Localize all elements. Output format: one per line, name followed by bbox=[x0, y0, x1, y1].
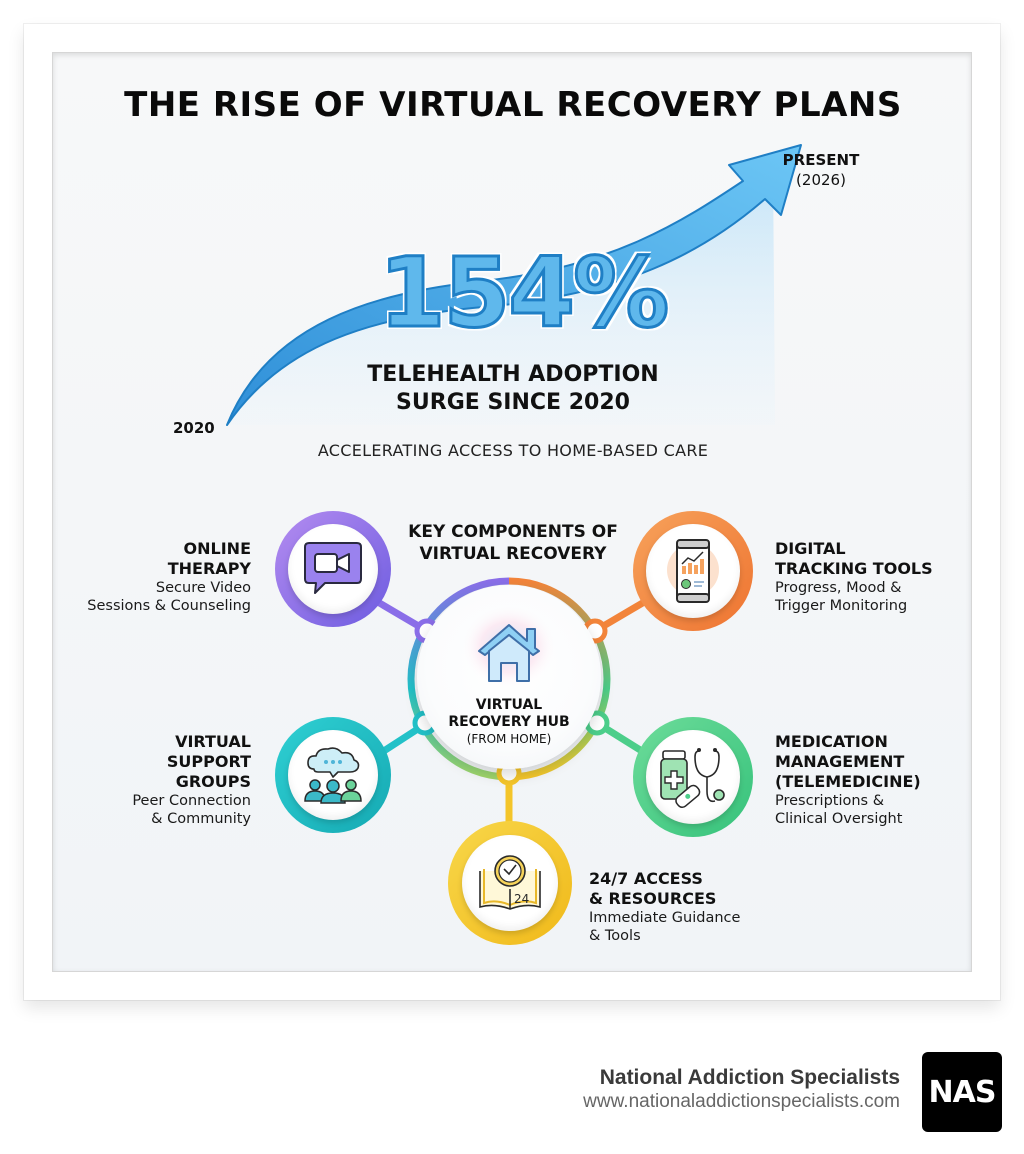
component-description: Trigger Monitoring bbox=[775, 598, 908, 614]
infographic-canvas: THE RISE OF VIRTUAL RECOVERY PLANS 154% … bbox=[52, 52, 972, 972]
components-title-line2: VIRTUAL RECOVERY bbox=[419, 544, 607, 564]
component-description: & Tools bbox=[589, 928, 641, 944]
component-title: SUPPORT bbox=[166, 752, 251, 771]
component-title: DIGITAL bbox=[775, 539, 846, 558]
components-title: KEY COMPONENTS OF VIRTUAL RECOVERY bbox=[373, 521, 653, 565]
medication-stethoscope-icon bbox=[660, 748, 725, 809]
end-year-label: PRESENT (2026) bbox=[771, 150, 871, 190]
component-online-therapy: ONLINE THERAPY Secure Video Sessions & C… bbox=[73, 539, 251, 615]
component-description: Immediate Guidance bbox=[589, 910, 741, 926]
stat-value: 154% bbox=[377, 237, 671, 349]
node-medication-management bbox=[633, 717, 753, 837]
stat-caption: TELEHEALTH ADOPTION SURGE SINCE 2020 bbox=[313, 361, 713, 417]
stat-caption-line2: SURGE SINCE 2020 bbox=[396, 390, 630, 415]
hub-label-line3: (FROM HOME) bbox=[466, 732, 552, 746]
node-support-groups bbox=[275, 717, 391, 833]
recovery-hub: VIRTUAL RECOVERY HUB (FROM HOME) bbox=[417, 585, 601, 769]
component-title: MANAGEMENT bbox=[775, 752, 905, 771]
organization-name: National Addiction Specialists bbox=[599, 1066, 900, 1089]
component-24-7-access: 24/7 ACCESS & RESOURCES Immediate Guidan… bbox=[589, 869, 789, 945]
component-description: Clinical Oversight bbox=[775, 811, 903, 827]
hub-label-line1: VIRTUAL bbox=[475, 697, 543, 713]
component-support-groups: VIRTUAL SUPPORT GROUPS Peer Connection &… bbox=[73, 732, 251, 828]
component-title: THERAPY bbox=[167, 559, 251, 578]
component-digital-tracking: DIGITAL TRACKING TOOLS Progress, Mood & … bbox=[775, 539, 965, 615]
component-description: Sessions & Counseling bbox=[87, 598, 251, 614]
component-medication-management: MEDICATION MANAGEMENT (TELEMEDICINE) Pre… bbox=[775, 732, 965, 828]
component-title: MEDICATION bbox=[775, 732, 888, 751]
tagline: ACCELERATING ACCESS TO HOME-BASED CARE bbox=[317, 441, 709, 460]
hub-label-line2: RECOVERY HUB bbox=[448, 714, 570, 730]
start-year-label: 2020 bbox=[173, 419, 215, 437]
nas-logo: NAS bbox=[922, 1052, 1002, 1132]
node-24-7-access: 24 bbox=[448, 821, 572, 945]
phone-chart-icon bbox=[667, 539, 719, 603]
component-title: ONLINE bbox=[183, 539, 251, 558]
component-description: Prescriptions & bbox=[775, 793, 885, 809]
stat-caption-line1: TELEHEALTH ADOPTION bbox=[367, 362, 659, 387]
organization-url[interactable]: www.nationaladdictionspecialists.com bbox=[583, 1091, 900, 1112]
house-icon bbox=[461, 605, 557, 689]
component-title: (TELEMEDICINE) bbox=[775, 772, 921, 791]
component-title: VIRTUAL bbox=[175, 732, 251, 751]
video-chat-icon bbox=[304, 542, 362, 594]
component-title: GROUPS bbox=[175, 772, 251, 791]
group-chat-icon bbox=[304, 747, 362, 804]
component-description: & Community bbox=[151, 811, 251, 827]
component-description: Progress, Mood & bbox=[775, 580, 902, 596]
component-description: Peer Connection bbox=[132, 793, 251, 809]
growth-arrow-graphic bbox=[226, 144, 802, 426]
components-title-line1: KEY COMPONENTS OF bbox=[408, 522, 618, 542]
component-title: & RESOURCES bbox=[589, 889, 717, 908]
node-digital-tracking bbox=[633, 511, 753, 631]
clock-book-icon-number: 24 bbox=[514, 892, 529, 906]
clock-book-icon: 24 bbox=[479, 855, 541, 910]
end-sublabel: (2026) bbox=[796, 171, 846, 189]
component-description: Secure Video bbox=[155, 580, 251, 596]
hub-label: VIRTUAL RECOVERY HUB (FROM HOME) bbox=[417, 697, 601, 748]
node-online-therapy bbox=[275, 511, 391, 627]
page-title: THE RISE OF VIRTUAL RECOVERY PLANS bbox=[124, 85, 902, 125]
component-title: 24/7 ACCESS bbox=[589, 869, 703, 888]
component-title: TRACKING TOOLS bbox=[775, 559, 933, 578]
end-label: PRESENT bbox=[782, 151, 860, 169]
